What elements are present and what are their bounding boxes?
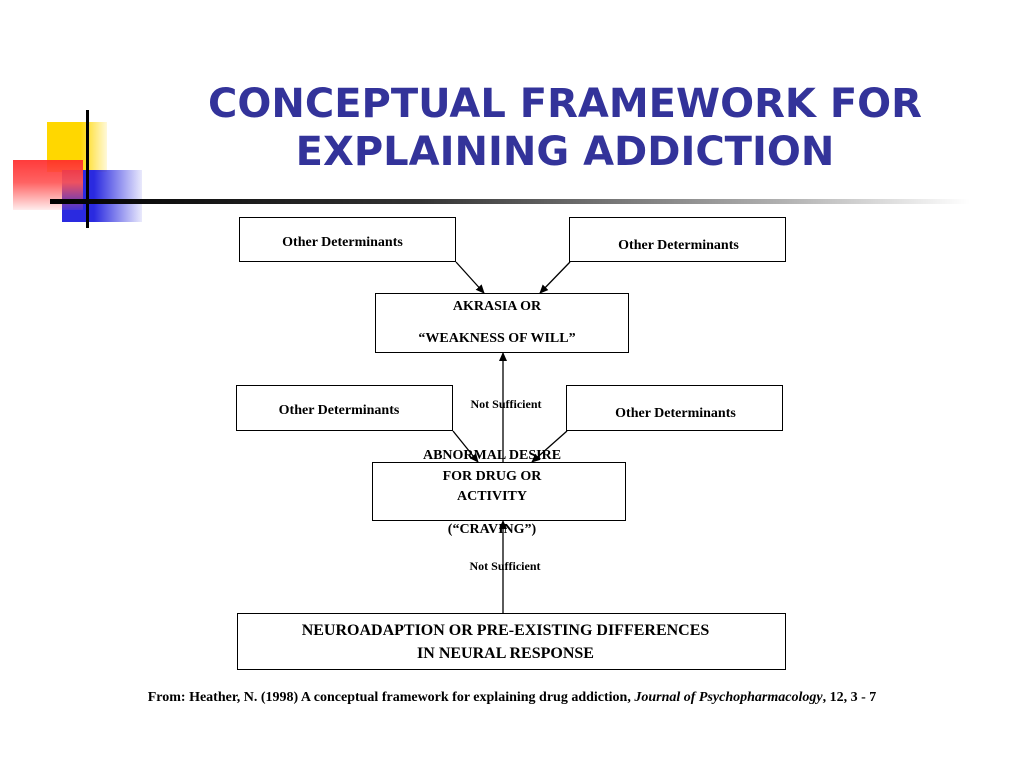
label-other-determinants: Other Determinants xyxy=(618,238,739,253)
arrow-topright-to-akrasia xyxy=(539,261,571,294)
decor-vertical-line xyxy=(86,110,89,228)
arrow-midleft-to-craving xyxy=(452,430,479,463)
label-craving-line-3: ACTIVITY xyxy=(456,489,527,504)
label-craving-line-2: FOR DRUG OR xyxy=(442,469,542,484)
label-craving-line-1: ABNORMAL DESIRE xyxy=(422,448,562,463)
slide-title-line-1: CONCEPTUAL FRAMEWORK FOR xyxy=(208,81,922,127)
box-neuroadaption: NEUROADAPTION OR PRE-EXISTING DIFFERENCE… xyxy=(237,613,786,670)
box-craving xyxy=(372,462,626,521)
label-akrasia-line-1: AKRASIA OR xyxy=(452,299,542,314)
box-other-determinants-top-left: Other Determinants xyxy=(239,217,456,262)
box-other-determinants-mid-right: Other Determinants xyxy=(566,385,783,431)
box-akrasia: AKRASIA OR “WEAKNESS OF WILL” xyxy=(375,293,629,353)
label-neuroadaption-line-2: IN NEURAL RESPONSE xyxy=(417,645,594,662)
citation-prefix: From: Heather, N. (1998) A conceptual fr… xyxy=(147,690,635,705)
label-other-determinants: Other Determinants xyxy=(615,406,736,421)
citation-journal: Journal of Psychopharmacology xyxy=(634,690,823,705)
box-other-determinants-top-right: Other Determinants xyxy=(569,217,786,262)
arrow-midright-to-craving xyxy=(531,430,568,463)
source-citation: From: Heather, N. (1998) A conceptual fr… xyxy=(0,690,1024,706)
label-craving-line-4: (“CRAVING”) xyxy=(447,522,537,537)
label-akrasia-line-2: “WEAKNESS OF WILL” xyxy=(418,331,576,346)
citation-suffix: , 12, 3 - 7 xyxy=(822,690,877,705)
title-divider xyxy=(50,199,970,204)
label-other-determinants: Other Determinants xyxy=(278,403,400,418)
label-other-determinants: Other Determinants xyxy=(282,235,403,250)
label-not-sufficient-lower: Not Sufficient xyxy=(469,559,541,573)
arrow-topleft-to-akrasia xyxy=(455,261,485,294)
slide-title-line-2: EXPLAINING ADDICTION xyxy=(295,129,835,175)
slide-title: CONCEPTUAL FRAMEWORK FOR EXPLAINING ADDI… xyxy=(150,80,980,176)
label-neuroadaption-line-1: NEUROADAPTION OR PRE-EXISTING DIFFERENCE… xyxy=(301,622,710,639)
label-not-sufficient-upper: Not Sufficient xyxy=(470,397,542,411)
box-other-determinants-mid-left: Other Determinants xyxy=(236,385,453,431)
